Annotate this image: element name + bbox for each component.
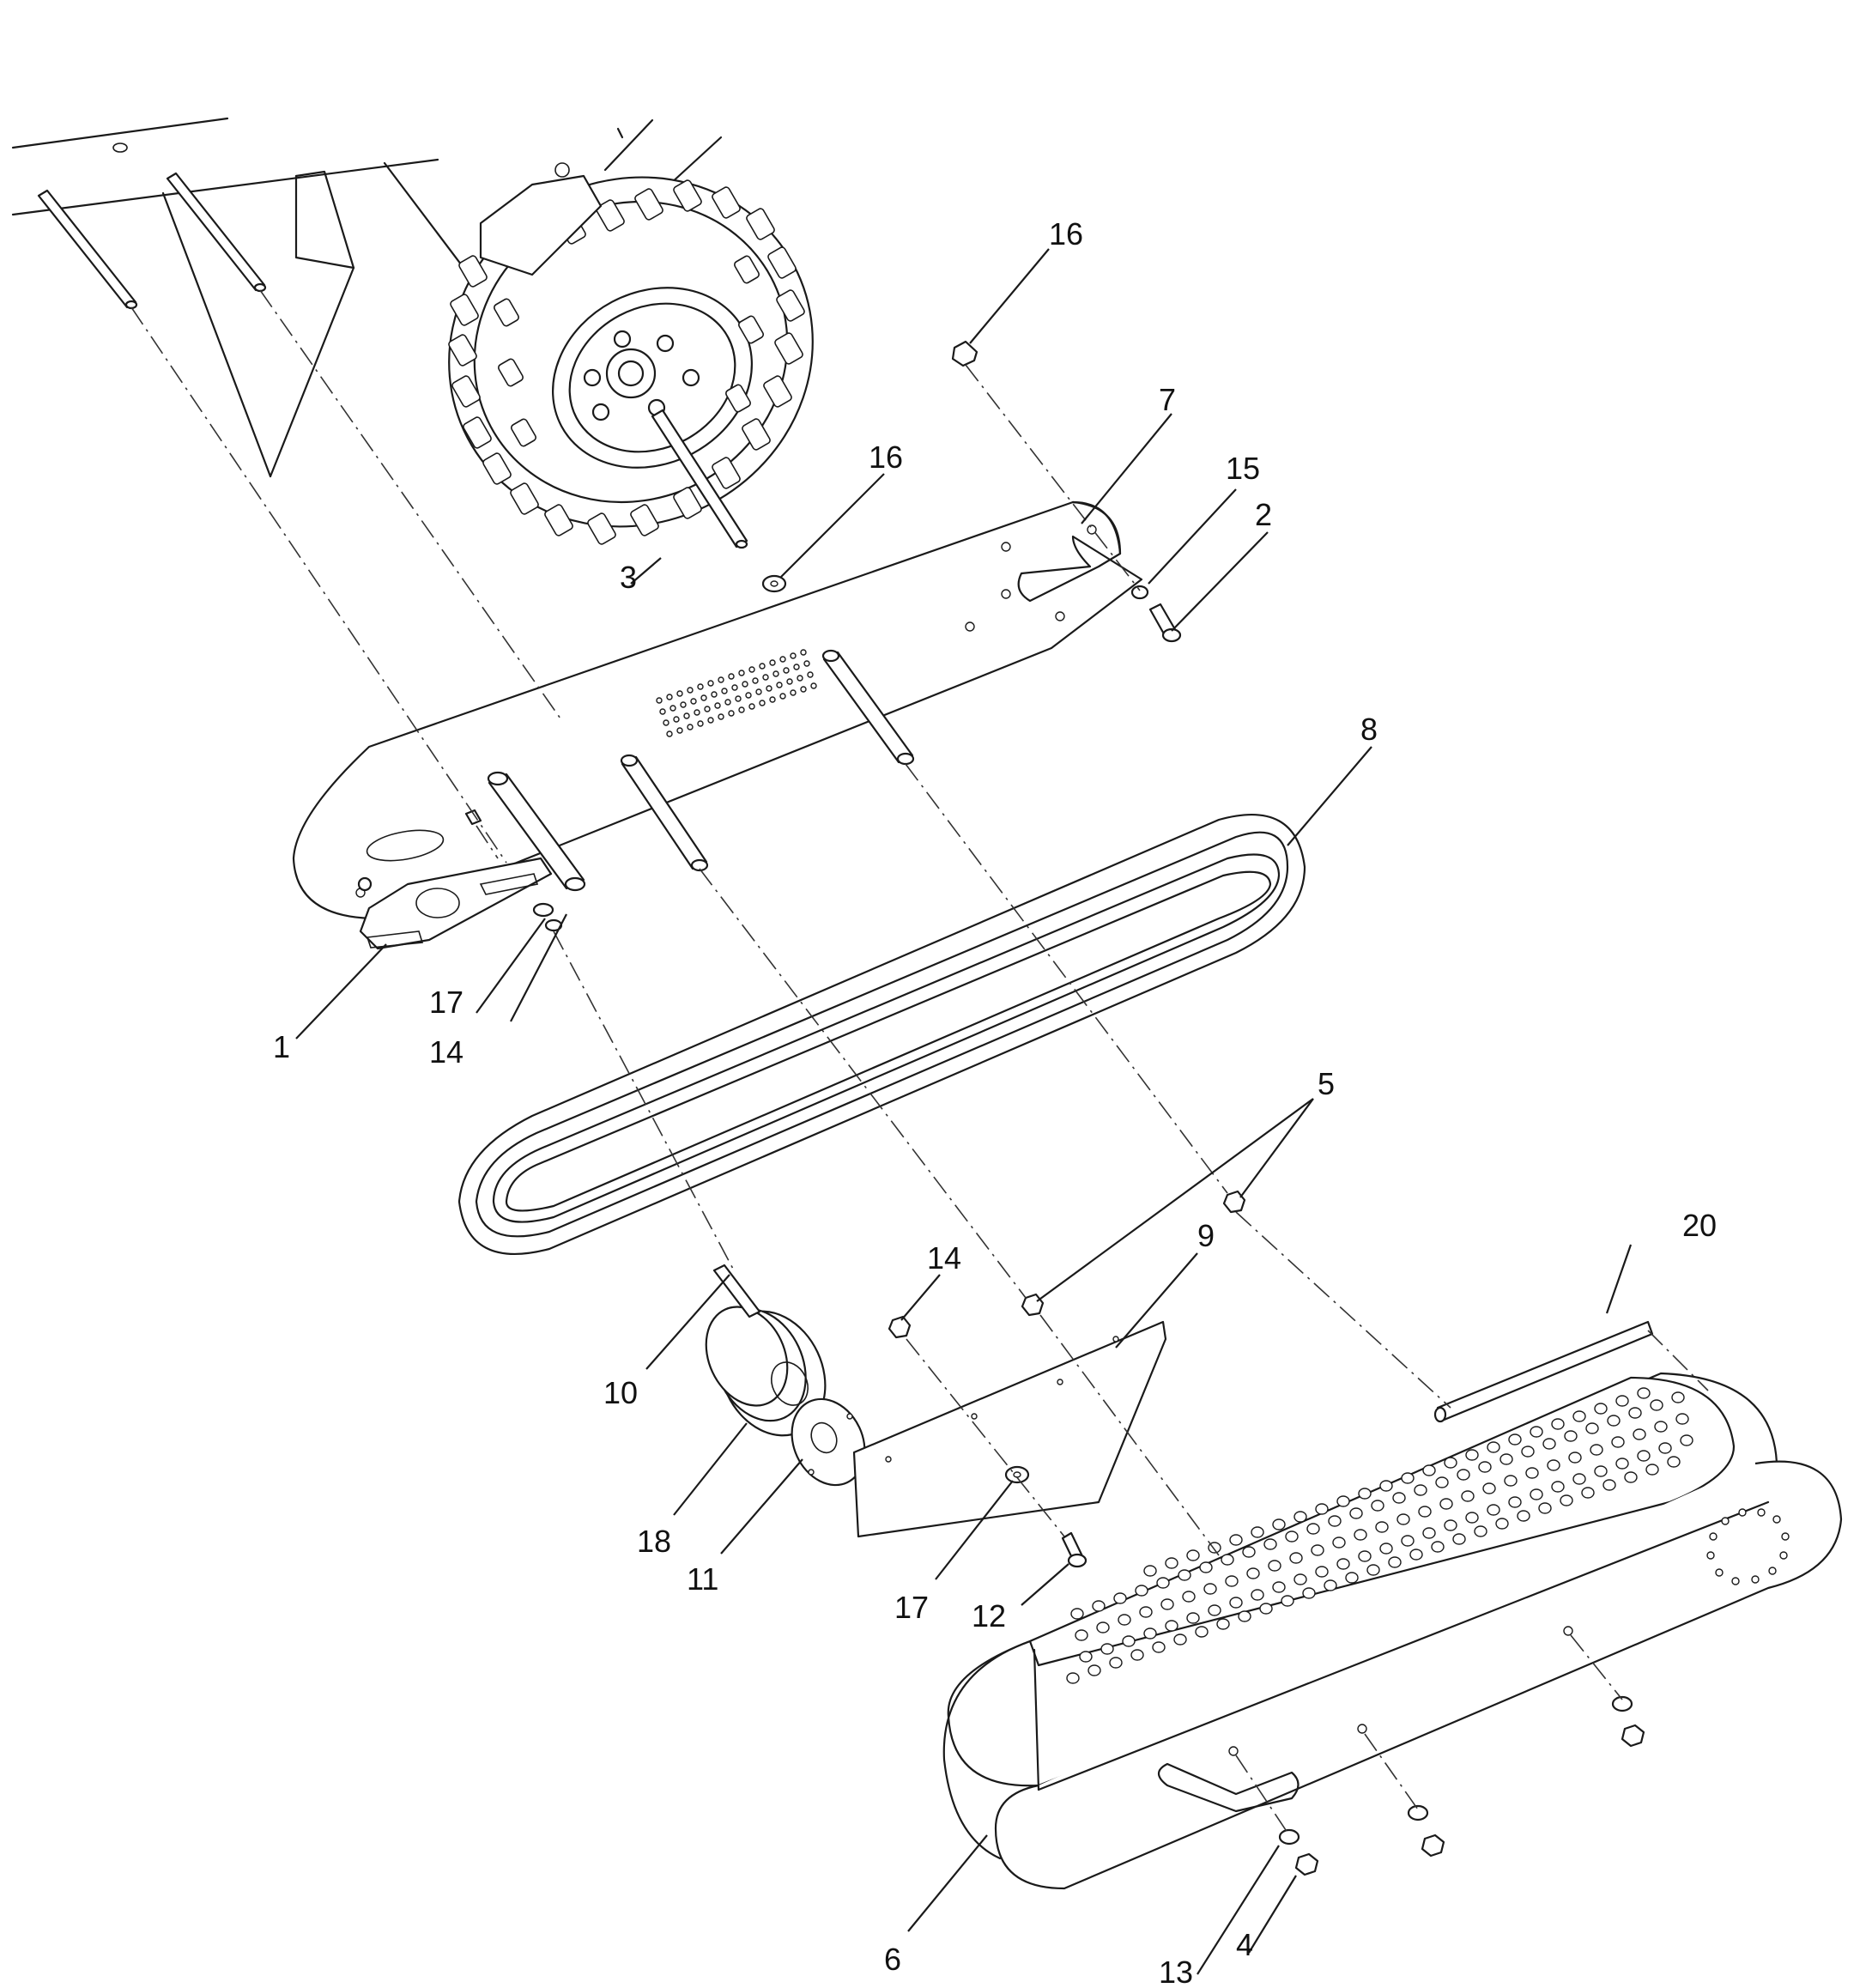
perforation-holes [1066,1387,1693,1684]
part-11-bushing [791,1397,866,1487]
callout-16: 16 [869,439,903,475]
callout-8: 8 [1360,712,1378,747]
leader-lines [295,248,1633,1975]
part-1-bracket [357,857,563,950]
part-8-belt [457,813,1306,1256]
callout-15: 15 [1226,451,1260,486]
callout-labels: 16 7 16 15 2 3 8 17 14 1 5 20 9 14 10 18… [273,216,1717,1988]
callout-2: 2 [1255,497,1272,532]
callout-10: 10 [603,1375,638,1410]
callout-6: 6 [884,1942,901,1977]
part-9-plate [852,1320,1167,1538]
callout-19: 16 [1049,216,1083,252]
hardware [761,340,1246,1568]
vent-holes [656,649,817,737]
callout-3: 3 [620,560,637,595]
callout-17b: 17 [894,1590,929,1625]
callout-11: 11 [687,1561,718,1597]
frame-structure [11,117,723,478]
callout-9: 9 [1197,1218,1215,1253]
callout-1: 1 [273,1029,290,1064]
callout-7: 7 [1159,382,1176,417]
part-6-belt-guard [942,1372,1843,1890]
callout-14a: 14 [429,1034,463,1070]
wheel-assembly [448,162,814,549]
callout-14b: 14 [927,1240,961,1276]
callout-20: 20 [1682,1208,1717,1243]
callout-17a: 17 [429,985,463,1020]
alignment-lines [130,289,1709,1833]
callout-4: 4 [1236,1927,1253,1962]
callout-5: 5 [1318,1066,1335,1101]
part-7-mounting-plate [292,500,1143,920]
callout-13: 13 [1159,1955,1193,1988]
callout-18: 18 [637,1524,671,1559]
part-18-pulley [705,1306,827,1437]
end-bolt-circle [1706,1508,1790,1585]
tire-treads [448,179,805,545]
callout-12: 12 [972,1598,1006,1633]
